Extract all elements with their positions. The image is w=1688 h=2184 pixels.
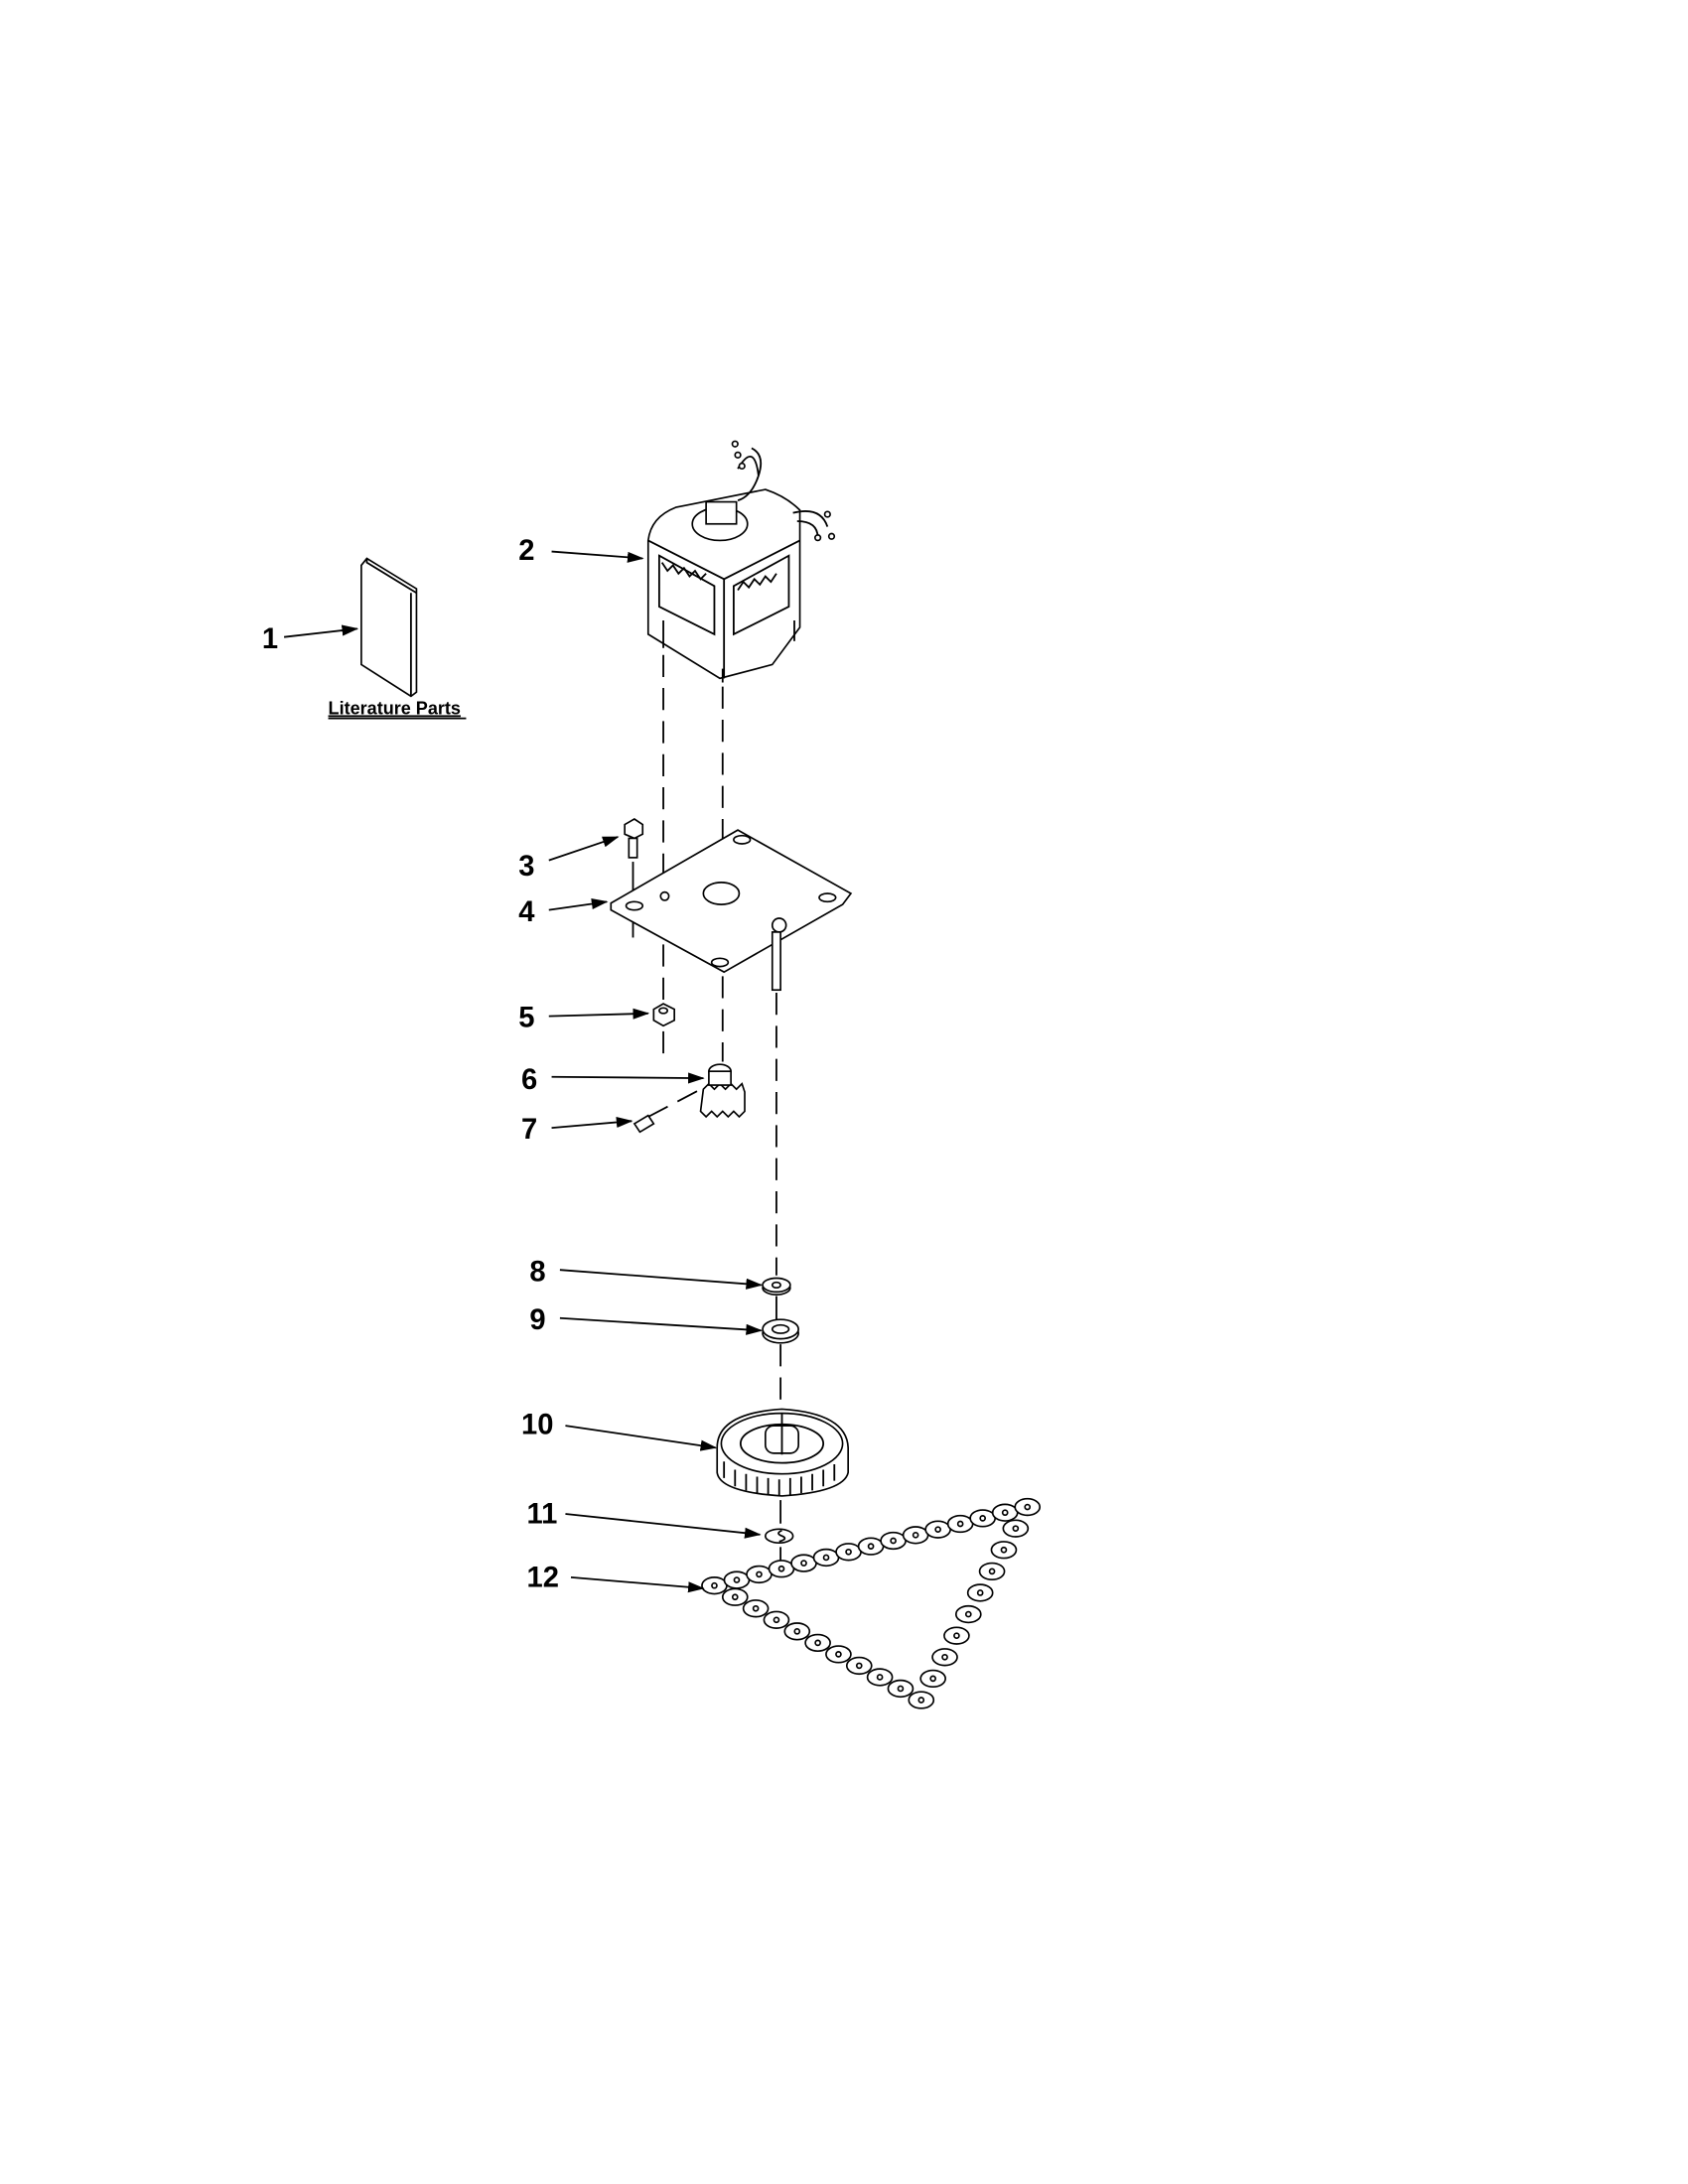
chain-pin: [793, 1627, 801, 1635]
callout-number: 5: [518, 1003, 534, 1034]
callout-number: 7: [521, 1114, 537, 1146]
chain-pin: [897, 1685, 905, 1693]
callout-2: 2: [518, 535, 644, 567]
callout-number: 8: [529, 1256, 545, 1288]
chain: [701, 1497, 1042, 1709]
callout-1: 1: [262, 623, 359, 655]
chain-pin: [867, 1543, 875, 1550]
chain-pin: [1024, 1503, 1032, 1511]
callout-number: 6: [521, 1064, 537, 1096]
chain-pin: [876, 1674, 884, 1681]
mounting-bracket: [610, 829, 853, 992]
sprocket-gear: [716, 1408, 849, 1497]
screw: [624, 818, 644, 859]
pinion-gear: [699, 1063, 746, 1119]
chain-pin: [964, 1610, 972, 1618]
callout-10: 10: [521, 1409, 718, 1451]
callout-number: 12: [527, 1563, 559, 1594]
callout-5: 5: [518, 1003, 650, 1034]
chain-pin: [733, 1576, 741, 1583]
chain-pin: [822, 1554, 830, 1562]
callout-number: 3: [518, 851, 534, 883]
literature-booklet: Literature Parts: [329, 557, 467, 720]
chain-pin: [800, 1560, 807, 1567]
callout-8: 8: [529, 1256, 764, 1290]
chain-pin: [941, 1653, 948, 1661]
chain-pin: [953, 1632, 960, 1640]
callouts: 1 2 3 4 5 6 7 8 9 10 11 12: [262, 535, 764, 1594]
chain-pin: [814, 1639, 821, 1647]
callout-12: 12: [527, 1563, 705, 1594]
washer: [762, 1277, 791, 1296]
callout-11: 11: [527, 1499, 762, 1539]
callout-3: 3: [518, 836, 620, 883]
retaining-clip: [765, 1528, 794, 1544]
chain-pin: [890, 1537, 897, 1545]
callout-6: 6: [521, 1064, 705, 1096]
callout-7: 7: [521, 1114, 633, 1146]
callout-4: 4: [518, 896, 609, 928]
nut: [652, 1003, 675, 1027]
chain-pin: [917, 1697, 925, 1704]
chain-pin: [912, 1531, 919, 1539]
callout-number: 10: [521, 1409, 553, 1440]
motor: [646, 440, 836, 683]
chain-pin: [988, 1568, 996, 1575]
chain-pin: [777, 1565, 785, 1572]
callout-number: 11: [527, 1499, 558, 1531]
chain-pin: [956, 1520, 964, 1528]
chain-pin: [1012, 1525, 1020, 1532]
chain-pin: [1001, 1509, 1009, 1517]
literature-parts-label: Literature Parts: [329, 698, 461, 718]
callout-number: 2: [518, 535, 534, 567]
chain-pin: [976, 1589, 984, 1596]
chain-pin: [711, 1581, 718, 1589]
chain-pin: [731, 1593, 739, 1601]
chain-pin: [1000, 1546, 1008, 1554]
chain-pin: [979, 1515, 987, 1522]
callout-number: 4: [518, 896, 535, 928]
chain-pin: [929, 1675, 936, 1683]
callout-number: 9: [529, 1304, 545, 1336]
set-screw: [633, 1114, 655, 1134]
chain-pin: [845, 1548, 852, 1556]
bearing-washer: [762, 1318, 799, 1344]
callout-number: 1: [262, 623, 278, 655]
chain-pin: [756, 1570, 763, 1578]
chain-pin: [934, 1526, 941, 1534]
chain-pin: [752, 1604, 760, 1612]
chain-pin: [855, 1662, 863, 1670]
chain-pin: [835, 1651, 842, 1658]
callout-9: 9: [529, 1304, 764, 1336]
chain-pin: [773, 1616, 780, 1624]
